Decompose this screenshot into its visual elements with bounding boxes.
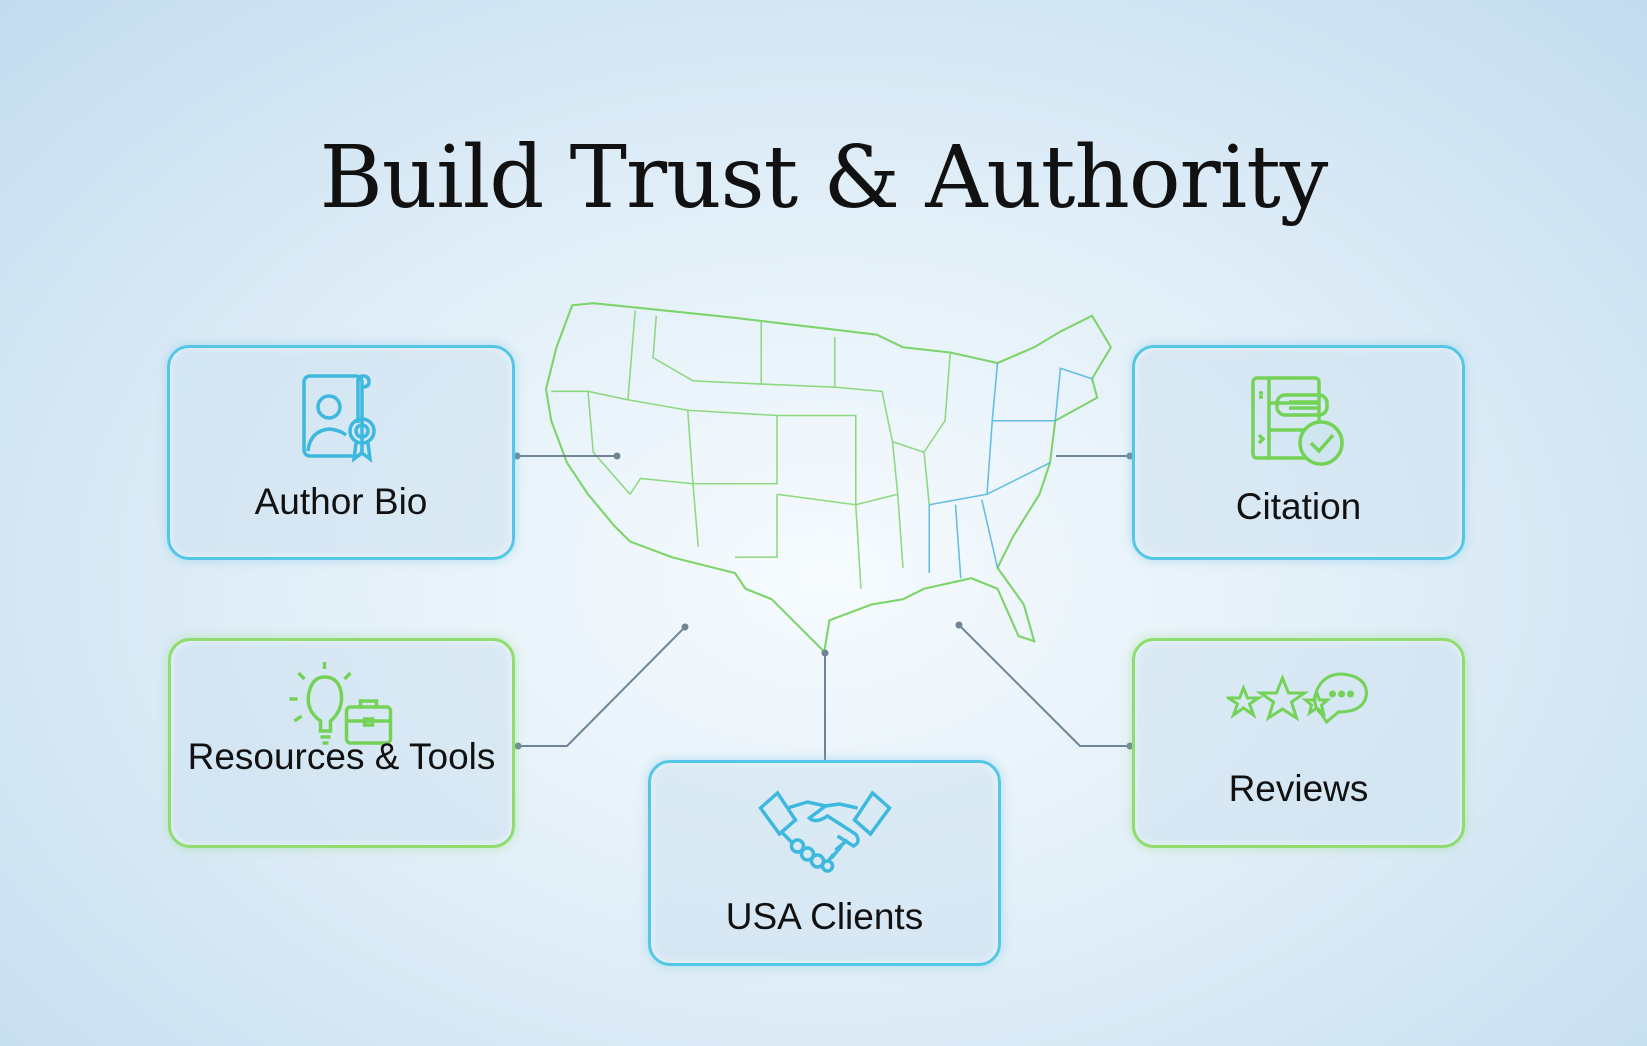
usa-outline	[544, 302, 1113, 654]
usa-clients-label: USA Clients	[725, 896, 924, 937]
author-bio-card[interactable]: Author Bio	[167, 345, 515, 560]
usa-map	[544, 302, 1113, 654]
resources-tools-card[interactable]: Resources & Tools	[168, 638, 515, 848]
connector-resources	[518, 626, 686, 747]
reviews-label: Reviews	[1228, 768, 1369, 809]
connector-reviews	[958, 624, 1130, 747]
lightbulb-briefcase-icon	[289, 662, 392, 745]
connector-dots	[513, 452, 1134, 750]
reviews-card[interactable]: Reviews	[1132, 638, 1465, 848]
handshake-icon	[757, 790, 892, 873]
author-bio-label: Author Bio	[254, 481, 428, 522]
books-check-icon	[1250, 376, 1344, 466]
page-title: Build Trust & Authority	[319, 128, 1329, 228]
stars-chat-icon	[1226, 672, 1368, 725]
citation-card[interactable]: Citation	[1132, 345, 1465, 560]
usa-clients-card[interactable]: USA Clients	[648, 760, 1001, 966]
citation-label: Citation	[1235, 486, 1362, 527]
state-lines	[551, 310, 1093, 589]
connector-lines	[517, 455, 1130, 760]
resources-tools-label: Resources & Tools	[187, 736, 496, 777]
author-certificate-icon	[302, 374, 376, 463]
